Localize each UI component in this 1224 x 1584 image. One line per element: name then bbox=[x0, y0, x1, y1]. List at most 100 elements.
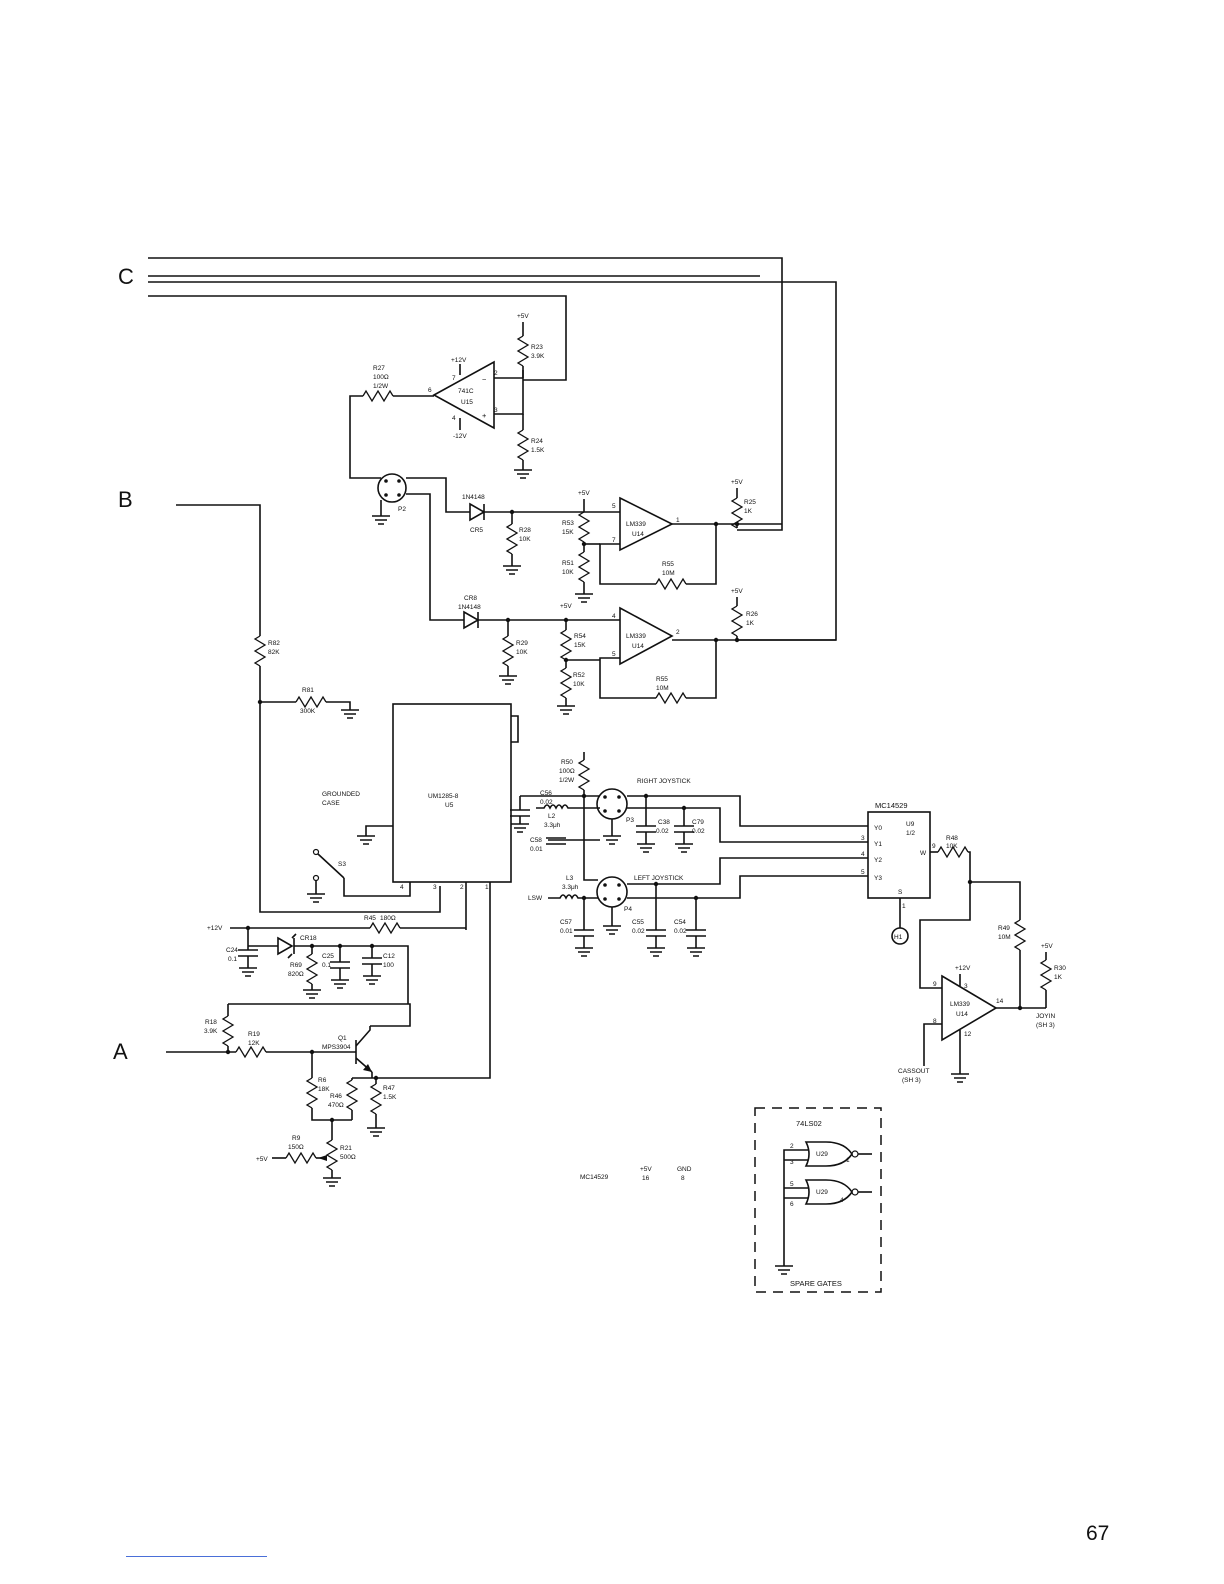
r53-value: 15K bbox=[562, 529, 574, 536]
u9-multiplexer bbox=[867, 811, 931, 899]
r30-label: R30 bbox=[1054, 965, 1066, 972]
r21-value: 500Ω bbox=[340, 1154, 356, 1161]
u14-comparator-b bbox=[619, 606, 674, 666]
r29-label: R29 bbox=[516, 640, 528, 647]
r50-value: 100Ω bbox=[559, 768, 575, 775]
r82-value: 82K bbox=[268, 649, 280, 656]
sheet-ref-a: A bbox=[113, 1039, 128, 1064]
r19-label: R19 bbox=[248, 1031, 260, 1038]
q1-label: Q1 bbox=[338, 1035, 347, 1042]
c55-label: C55 bbox=[632, 919, 644, 926]
r27-power: 1/2W bbox=[373, 383, 389, 390]
c38-label: C38 bbox=[658, 819, 670, 826]
r54-rail: +5V bbox=[560, 603, 572, 610]
u9-y0: Y0 bbox=[874, 825, 882, 832]
power-note-vcc-pin: 16 bbox=[642, 1175, 650, 1182]
r30-rail: +5V bbox=[1041, 943, 1053, 950]
u14b-ref: U14 bbox=[632, 643, 644, 650]
r46-label: R46 bbox=[330, 1093, 342, 1100]
r6-value: 18K bbox=[318, 1086, 330, 1093]
r47-value: 1.5K bbox=[383, 1094, 397, 1101]
c57-value: 0.01 bbox=[560, 928, 573, 935]
power-note-gnd-pin: 8 bbox=[681, 1175, 685, 1182]
r23-label: R23 bbox=[531, 344, 543, 351]
q1-transistor bbox=[355, 1026, 373, 1073]
u15-plus: + bbox=[482, 411, 487, 420]
r53-rail: +5V bbox=[578, 490, 590, 497]
r48-value: 10K bbox=[946, 843, 958, 850]
r50-power: 1/2W bbox=[559, 777, 575, 784]
r18-label: R18 bbox=[205, 1019, 217, 1026]
u5-pin4: 4 bbox=[400, 884, 404, 891]
p2-label: P2 bbox=[398, 506, 406, 513]
u9-y1: Y1 bbox=[874, 841, 882, 848]
r28-value: 10K bbox=[519, 536, 531, 543]
p3-label: P3 bbox=[626, 817, 634, 824]
u15-pin6: 6 bbox=[428, 387, 432, 394]
u29b-pin6: 6 bbox=[790, 1201, 794, 1208]
r45-label: R45 bbox=[364, 915, 376, 922]
u9-pin3: 3 bbox=[861, 835, 865, 842]
u15-part-label: 741C bbox=[458, 388, 474, 395]
u15-pin3: 3 bbox=[494, 407, 498, 414]
u14c-pin9: 9 bbox=[933, 981, 937, 988]
u29b-pin4: 4 bbox=[840, 1197, 844, 1204]
cr8-part: 1N4148 bbox=[458, 604, 481, 611]
u14a-pin1: 1 bbox=[676, 517, 680, 524]
power-note-vcc: +5V bbox=[640, 1166, 652, 1173]
r54-value: 15K bbox=[574, 642, 586, 649]
u15-neg-rail-label: -12V bbox=[453, 433, 467, 440]
cr8-label: CR8 bbox=[464, 595, 477, 602]
u14b-part: LM339 bbox=[626, 633, 646, 640]
c58-value: 0.01 bbox=[530, 846, 543, 853]
u29b-pin5: 5 bbox=[790, 1181, 794, 1188]
l2-label: L2 bbox=[548, 813, 556, 820]
c79-label: C79 bbox=[692, 819, 704, 826]
u14c-part: LM339 bbox=[950, 1001, 970, 1008]
u14a-pin5: 5 bbox=[612, 503, 616, 510]
r23-rail-label: +5V bbox=[517, 313, 529, 320]
c54-value: 0.02 bbox=[674, 928, 687, 935]
u14c-rail: +12V bbox=[955, 965, 971, 972]
u9-part: MC14529 bbox=[875, 801, 908, 810]
u5-ref: U5 bbox=[445, 802, 454, 809]
r47-label: R47 bbox=[383, 1085, 395, 1092]
r48-label: R48 bbox=[946, 835, 958, 842]
u14-comparator-c bbox=[941, 974, 998, 1042]
grounded-label: GROUNDED bbox=[322, 791, 360, 798]
u15-ref-label: U15 bbox=[461, 399, 473, 406]
joyin-sheet: (SH 3) bbox=[1036, 1022, 1055, 1029]
c12-value: 100 bbox=[383, 962, 394, 969]
c24-value: 0.1 bbox=[228, 956, 237, 963]
u9-y2: Y2 bbox=[874, 857, 882, 864]
r26-label: R26 bbox=[746, 611, 758, 618]
r45-value: 180Ω bbox=[380, 915, 396, 922]
c57-label: C57 bbox=[560, 919, 572, 926]
r51-value: 10K bbox=[562, 569, 574, 576]
u5-modulator bbox=[392, 703, 519, 883]
l2-value: 3.3μh bbox=[544, 822, 561, 829]
r29-value: 10K bbox=[516, 649, 528, 656]
u9-w: W bbox=[920, 850, 927, 857]
r27-value: 100Ω bbox=[373, 374, 389, 381]
u14c-pin12: 12 bbox=[964, 1031, 972, 1038]
u14a-ref: U14 bbox=[632, 531, 644, 538]
q1-part: MPS3904 bbox=[322, 1044, 351, 1051]
u9-pin1: 1 bbox=[902, 903, 906, 910]
spare-part-label: 74LS02 bbox=[796, 1119, 822, 1128]
r54-label: R54 bbox=[574, 633, 586, 640]
u5-pin1: 1 bbox=[485, 884, 489, 891]
r46-value: 470Ω bbox=[328, 1102, 344, 1109]
r21-label: R21 bbox=[340, 1145, 352, 1152]
c25-label: C25 bbox=[322, 953, 334, 960]
u15-minus: − bbox=[482, 375, 487, 384]
r18-value: 3.9K bbox=[204, 1028, 218, 1035]
c58-label: C58 bbox=[530, 837, 542, 844]
u9-half: 1/2 bbox=[906, 830, 915, 837]
u14c-ref: U14 bbox=[956, 1011, 968, 1018]
r51-label: R51 bbox=[562, 560, 574, 567]
left-joystick-label: LEFT JOYSTICK bbox=[634, 875, 684, 882]
u14c-pin8: 8 bbox=[933, 1018, 937, 1025]
u15-pin4: 4 bbox=[452, 415, 456, 422]
r9-label: R9 bbox=[292, 1135, 301, 1142]
